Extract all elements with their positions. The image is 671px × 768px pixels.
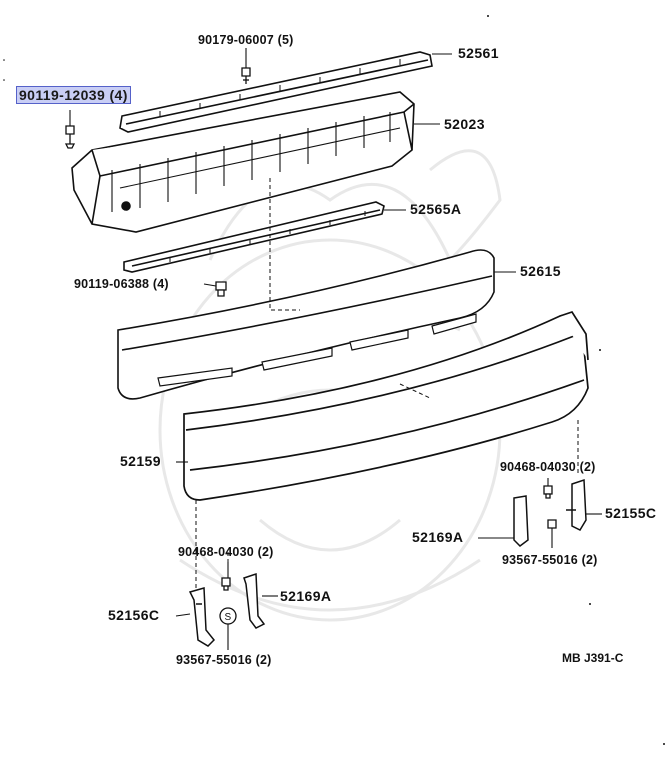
leader-lines (70, 48, 602, 650)
callout-52169a-right[interactable]: 52169A (412, 529, 464, 545)
callout-90119-06388[interactable]: 90119-06388 (4) (74, 277, 169, 291)
callout-93567-55016-left[interactable]: 93567-55016 (2) (176, 653, 272, 667)
callout-90119-12039-highlighted[interactable]: 90119-12039 (4) (16, 86, 131, 104)
callout-90468-04030-right[interactable]: 90468-04030 (2) (500, 460, 596, 474)
callout-52156c[interactable]: 52156C (108, 607, 160, 623)
callout-52169a-left[interactable]: 52169A (280, 588, 332, 604)
callout-90179-06007[interactable]: 90179-06007 (5) (198, 33, 294, 47)
callout-52615[interactable]: 52615 (520, 263, 561, 279)
callout-52159[interactable]: 52159 (120, 453, 161, 469)
callout-52561[interactable]: 52561 (458, 45, 499, 61)
callout-90468-04030-left[interactable]: 90468-04030 (2) (178, 545, 274, 559)
part-52615-reinforcement[interactable] (118, 250, 494, 399)
brackets[interactable] (190, 480, 586, 646)
part-52561-retainer[interactable] (120, 52, 432, 132)
part-52159-bumper-cover[interactable] (184, 312, 588, 500)
part-52023-absorber[interactable] (72, 92, 414, 232)
callout-52023[interactable]: 52023 (444, 116, 485, 132)
diagram-reference-code: MB J391-C (562, 651, 624, 665)
specks (3, 15, 665, 745)
part-52565a-retainer[interactable] (124, 202, 384, 272)
fasteners[interactable]: S (66, 68, 556, 624)
callout-93567-55016-right[interactable]: 93567-55016 (2) (502, 553, 598, 567)
callout-52565a[interactable]: 52565A (410, 201, 462, 217)
svg-text:S: S (225, 612, 232, 623)
callout-52155c[interactable]: 52155C (605, 505, 657, 521)
